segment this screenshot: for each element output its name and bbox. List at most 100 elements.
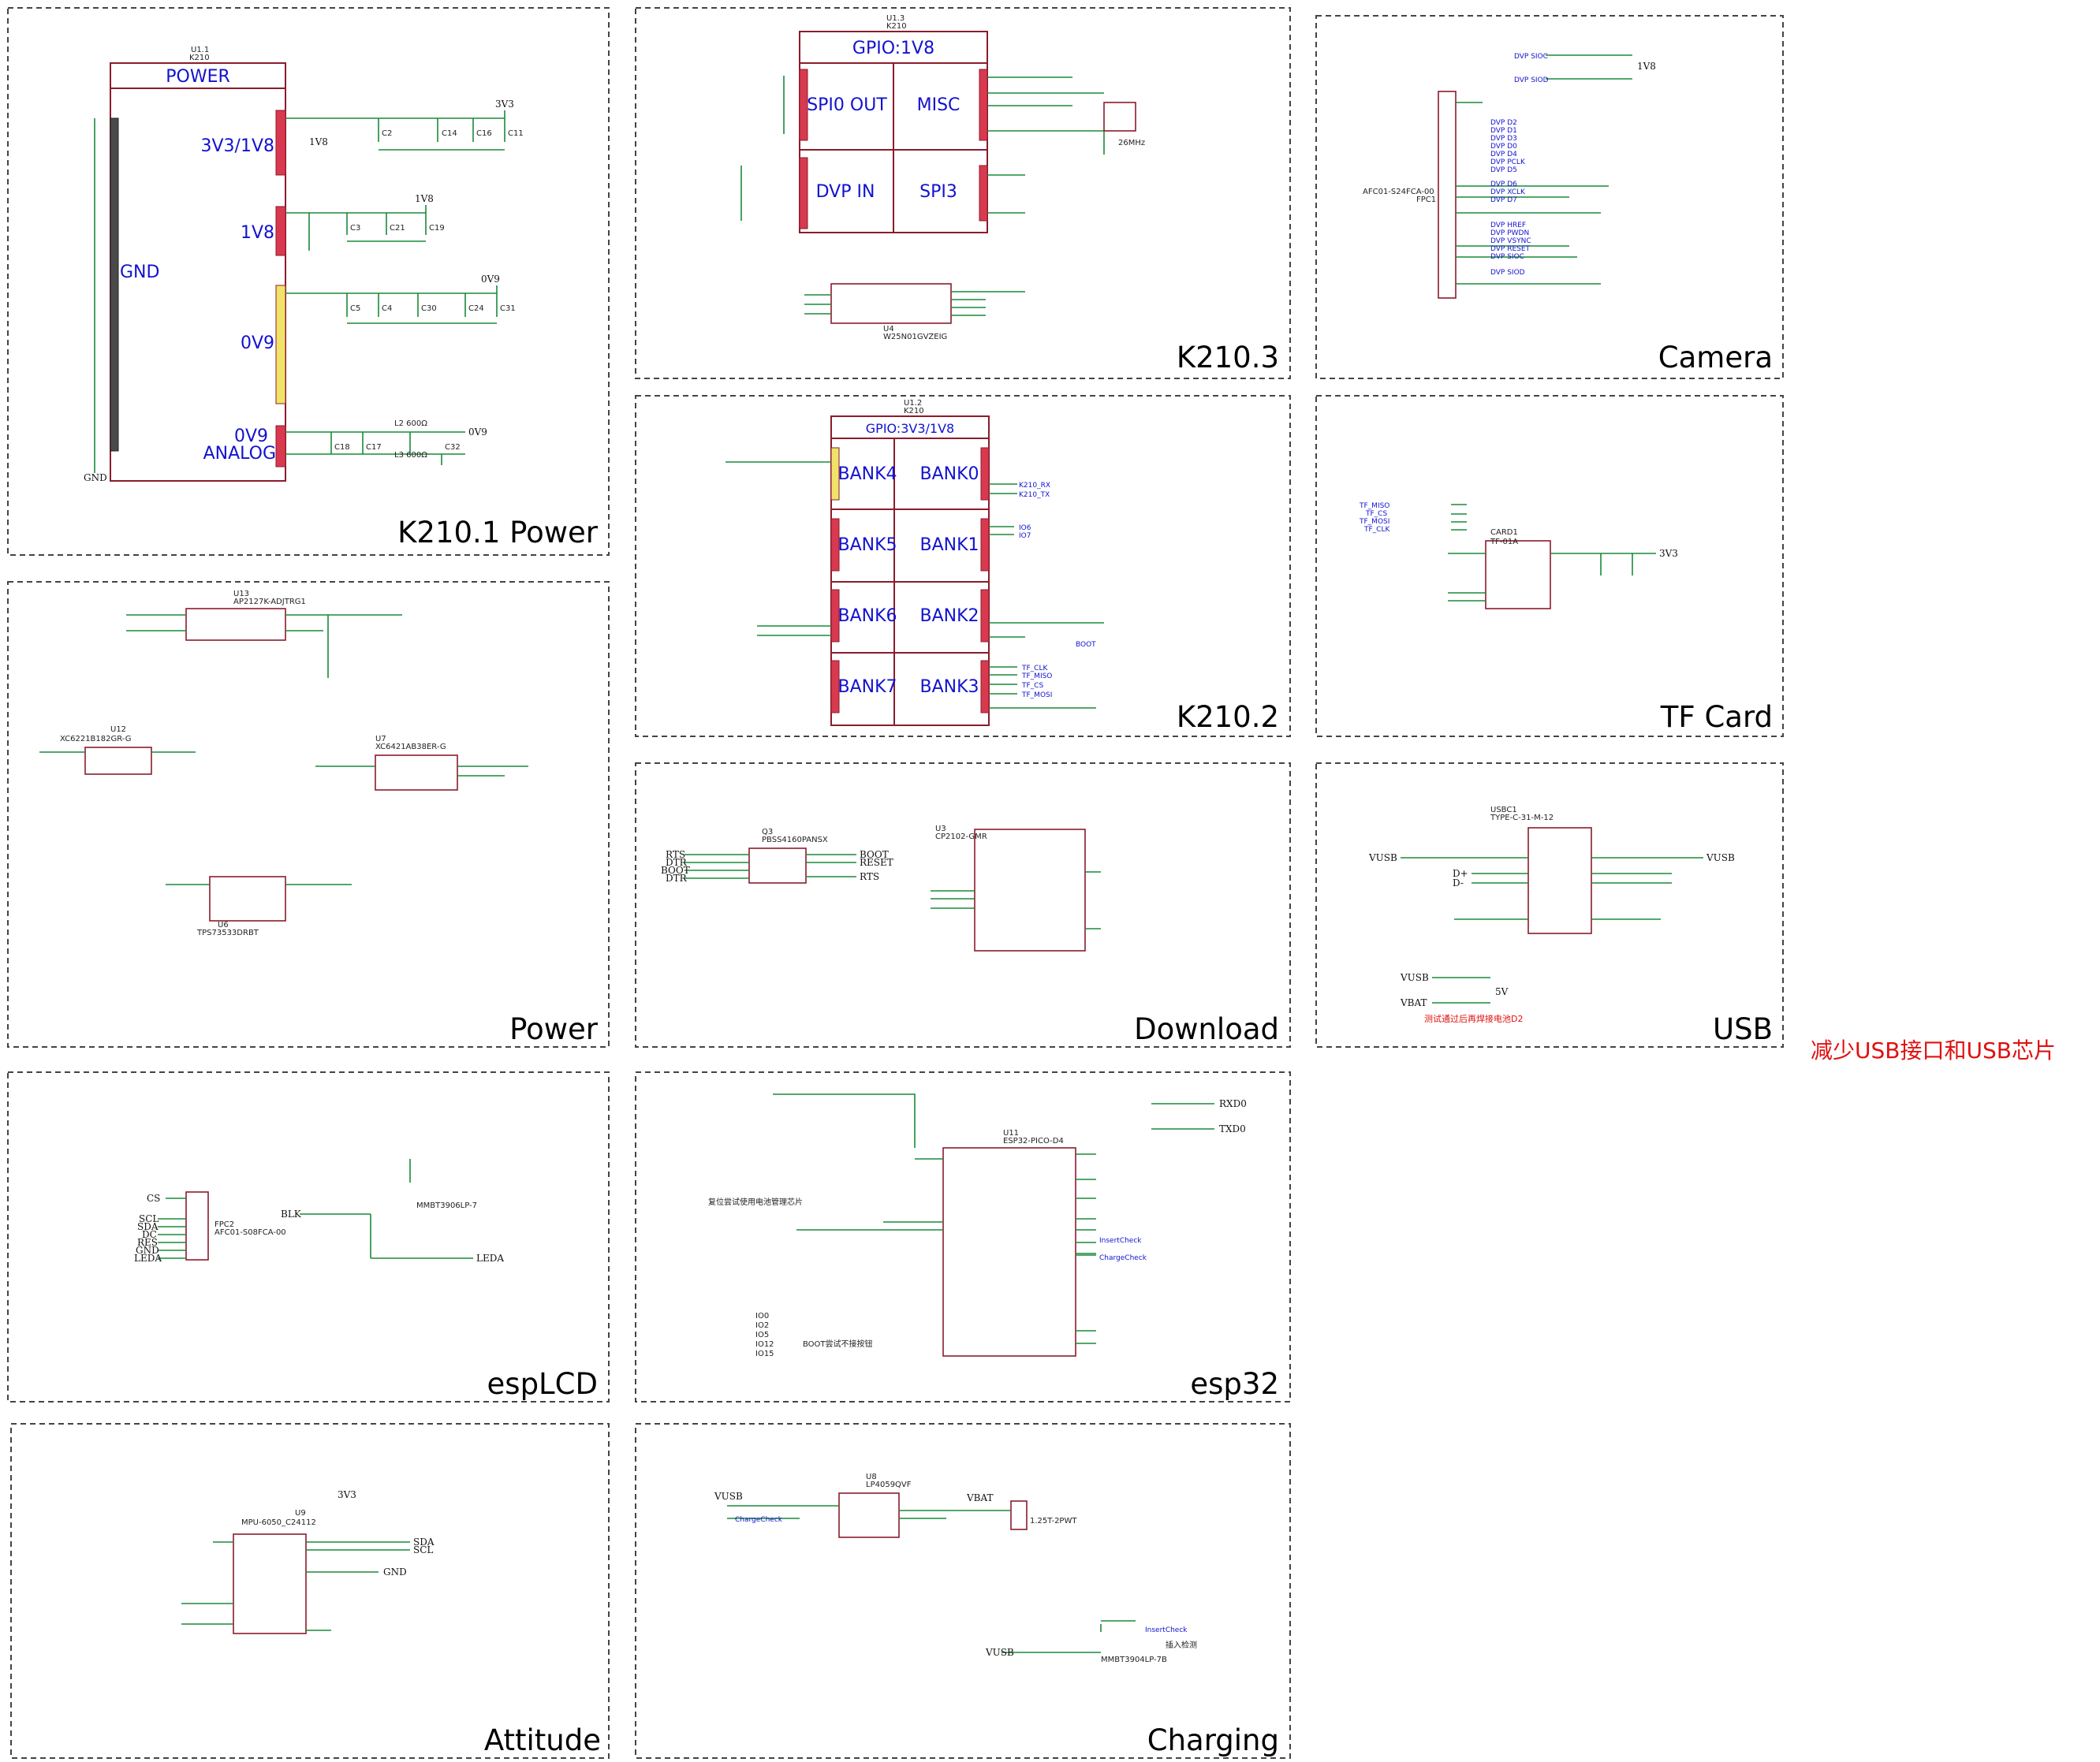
svg-text:DVP PWDN: DVP PWDN: [1490, 229, 1529, 237]
svg-text:DVP SIOC: DVP SIOC: [1514, 53, 1548, 61]
k210-power-group-analog: ANALOG: [203, 444, 276, 464]
download-transistor: PBSS4160PANSX: [762, 836, 828, 844]
usb-note: 测试通过后再焊接电池D2: [1424, 1013, 1523, 1024]
svg-text:DTR: DTR: [666, 873, 688, 884]
svg-text:BOOT: BOOT: [1076, 641, 1096, 649]
svg-text:TF_MISO: TF_MISO: [1359, 502, 1389, 510]
svg-text:VUSB: VUSB: [1368, 852, 1397, 863]
k210-2-bank2: BANK2: [919, 606, 979, 626]
k210-power-net-gnd: GND: [84, 472, 107, 483]
panel-tf-card: [1315, 395, 1784, 737]
svg-text:C24: C24: [468, 304, 484, 313]
usb-symbol: USBC1 TYPE-C-31-M-12 VUSB VUSB D+ D- VUS…: [1368, 806, 1735, 1024]
panel-k210-3: [635, 7, 1291, 379]
svg-text:K210_TX: K210_TX: [1019, 491, 1050, 499]
title-k210-2: K210.2: [1177, 700, 1279, 734]
download-symbol: U3 CP2102-GMR Q3 PBSS4160PANSX RTS DTR B…: [661, 825, 1101, 952]
k210-2-symbol: U1.2 K210 GPIO:3V3/1V8 BANK4 BANK0 BANK5…: [830, 399, 990, 726]
svg-text:C19: C19: [429, 224, 445, 233]
panel-camera: [1315, 15, 1784, 379]
svg-text:IO7: IO7: [1019, 532, 1031, 540]
svg-text:RESET: RESET: [860, 857, 893, 868]
svg-text:InsertCheck: InsertCheck: [1145, 1626, 1188, 1634]
k210-2-bank0: BANK0: [919, 464, 979, 484]
panel-k210-power: [7, 7, 610, 556]
svg-text:DVP D1: DVP D1: [1490, 127, 1517, 135]
svg-text:DVP D7: DVP D7: [1490, 196, 1517, 204]
k210-2-bank4: BANK4: [837, 464, 897, 484]
svg-text:DVP SIOD: DVP SIOD: [1490, 269, 1525, 277]
esplcd-symbol: FPC2 AFC01-S08FCA-00 MMBT3906LP-7 CS SCL…: [134, 1159, 504, 1264]
k210-2-ref: U1.2: [904, 399, 922, 408]
svg-text:InsertCheck: InsertCheck: [1099, 1237, 1142, 1245]
title-usb: USB: [1713, 1012, 1773, 1046]
download-chip: CP2102-GMR: [935, 833, 987, 841]
tf-card-ref: CARD1: [1490, 528, 1518, 537]
title-tf-card: TF Card: [1660, 700, 1773, 734]
svg-text:DVP D4: DVP D4: [1490, 151, 1517, 158]
esp32-note-boot: BOOT尝试不接按钮: [803, 1339, 873, 1349]
svg-text:BOOT: BOOT: [860, 849, 889, 860]
svg-text:TF_MOSI: TF_MOSI: [1359, 518, 1389, 526]
power-chip-3-ref: U7: [375, 735, 386, 743]
svg-text:DVP D5: DVP D5: [1490, 166, 1517, 174]
panel-usb: [1315, 762, 1784, 1048]
power-chip-2-ref: U12: [110, 725, 126, 734]
k210-2-bank1: BANK1: [919, 535, 979, 555]
svg-text:1V8: 1V8: [1637, 61, 1656, 72]
power-chip-4-ref: U6: [218, 921, 229, 929]
charging-transistor: MMBT3904LP-7B: [1101, 1656, 1167, 1664]
svg-text:C21: C21: [390, 224, 405, 233]
charging-chip-ref: U8: [866, 1473, 877, 1481]
k210-power-ref: U1.1: [191, 46, 209, 54]
k210-2-part: K210: [904, 407, 924, 415]
attitude-symbol: U9 MPU-6050_C24112 SDA SCL 3V3 GND: [181, 1489, 435, 1634]
svg-text:TF_CLK: TF_CLK: [1363, 526, 1390, 534]
esp32-chip: ESP32-PICO-D4: [1003, 1137, 1064, 1145]
side-note: 减少USB接口和USB芯片: [1811, 1037, 2056, 1064]
svg-text:SDA: SDA: [413, 1537, 435, 1548]
svg-text:IO0: IO0: [755, 1312, 769, 1321]
svg-text:DVP SIOC: DVP SIOC: [1490, 253, 1524, 261]
panel-attitude: [10, 1423, 610, 1759]
k210-power-group-0v9: 0V9: [241, 333, 274, 353]
title-camera: Camera: [1658, 341, 1773, 374]
svg-text:C3: C3: [350, 224, 360, 233]
k210-power-net-0v9b: 0V9: [468, 427, 487, 438]
title-download: Download: [1134, 1012, 1279, 1046]
svg-text:IO2: IO2: [755, 1321, 769, 1330]
panel-download: [635, 762, 1291, 1048]
k210-2-wiring: K210_RX K210_TX IO6 IO7 BOOT TF_CLK TF_M…: [725, 461, 1104, 709]
k210-2-bank6: BANK6: [837, 606, 897, 626]
attitude-chip: MPU-6050_C24112: [241, 1518, 316, 1527]
svg-text:TXD0: TXD0: [1219, 1123, 1246, 1134]
k210-power-group-3v3: 3V3/1V8: [201, 136, 275, 156]
svg-text:VUSB: VUSB: [1706, 852, 1735, 863]
svg-text:DVP XCLK: DVP XCLK: [1490, 188, 1526, 196]
svg-text:C4: C4: [382, 304, 392, 313]
k210-power-symbol: U1.1 K210 POWER GND 3V3/1V8 1V8 0V9 0V9 …: [110, 46, 286, 482]
svg-text:VBAT: VBAT: [1400, 997, 1427, 1008]
camera-connector-ref: FPC1: [1416, 196, 1436, 204]
charging-connector: 1.25T-2PWT: [1030, 1517, 1077, 1525]
k210-power-inductor-l3: L3 600Ω: [394, 451, 427, 460]
k210-3-ref: U1.3: [886, 14, 905, 23]
svg-text:DVP PCLK: DVP PCLK: [1490, 158, 1526, 166]
svg-text:VBAT: VBAT: [966, 1492, 994, 1503]
download-transistor-ref: Q3: [762, 828, 773, 836]
k210-2-bank3: BANK3: [919, 677, 979, 697]
panel-esp32: [635, 1071, 1291, 1403]
usb-connector: TYPE-C-31-M-12: [1490, 814, 1554, 822]
svg-text:BLK: BLK: [281, 1209, 302, 1220]
power-chip-1-ref: U13: [233, 590, 249, 598]
power-chip-2: XC6221B182GR-G: [60, 735, 132, 743]
svg-text:SDA: SDA: [137, 1221, 159, 1232]
usb-ref: USBC1: [1490, 806, 1517, 814]
svg-text:IO12: IO12: [755, 1340, 774, 1349]
svg-text:C31: C31: [500, 304, 516, 313]
esp32-chip-ref: U11: [1003, 1129, 1019, 1138]
svg-text:3V3: 3V3: [1659, 548, 1678, 559]
svg-text:C30: C30: [421, 304, 437, 313]
k210-3-flash-part: W25N01GVZEIG: [883, 333, 947, 341]
